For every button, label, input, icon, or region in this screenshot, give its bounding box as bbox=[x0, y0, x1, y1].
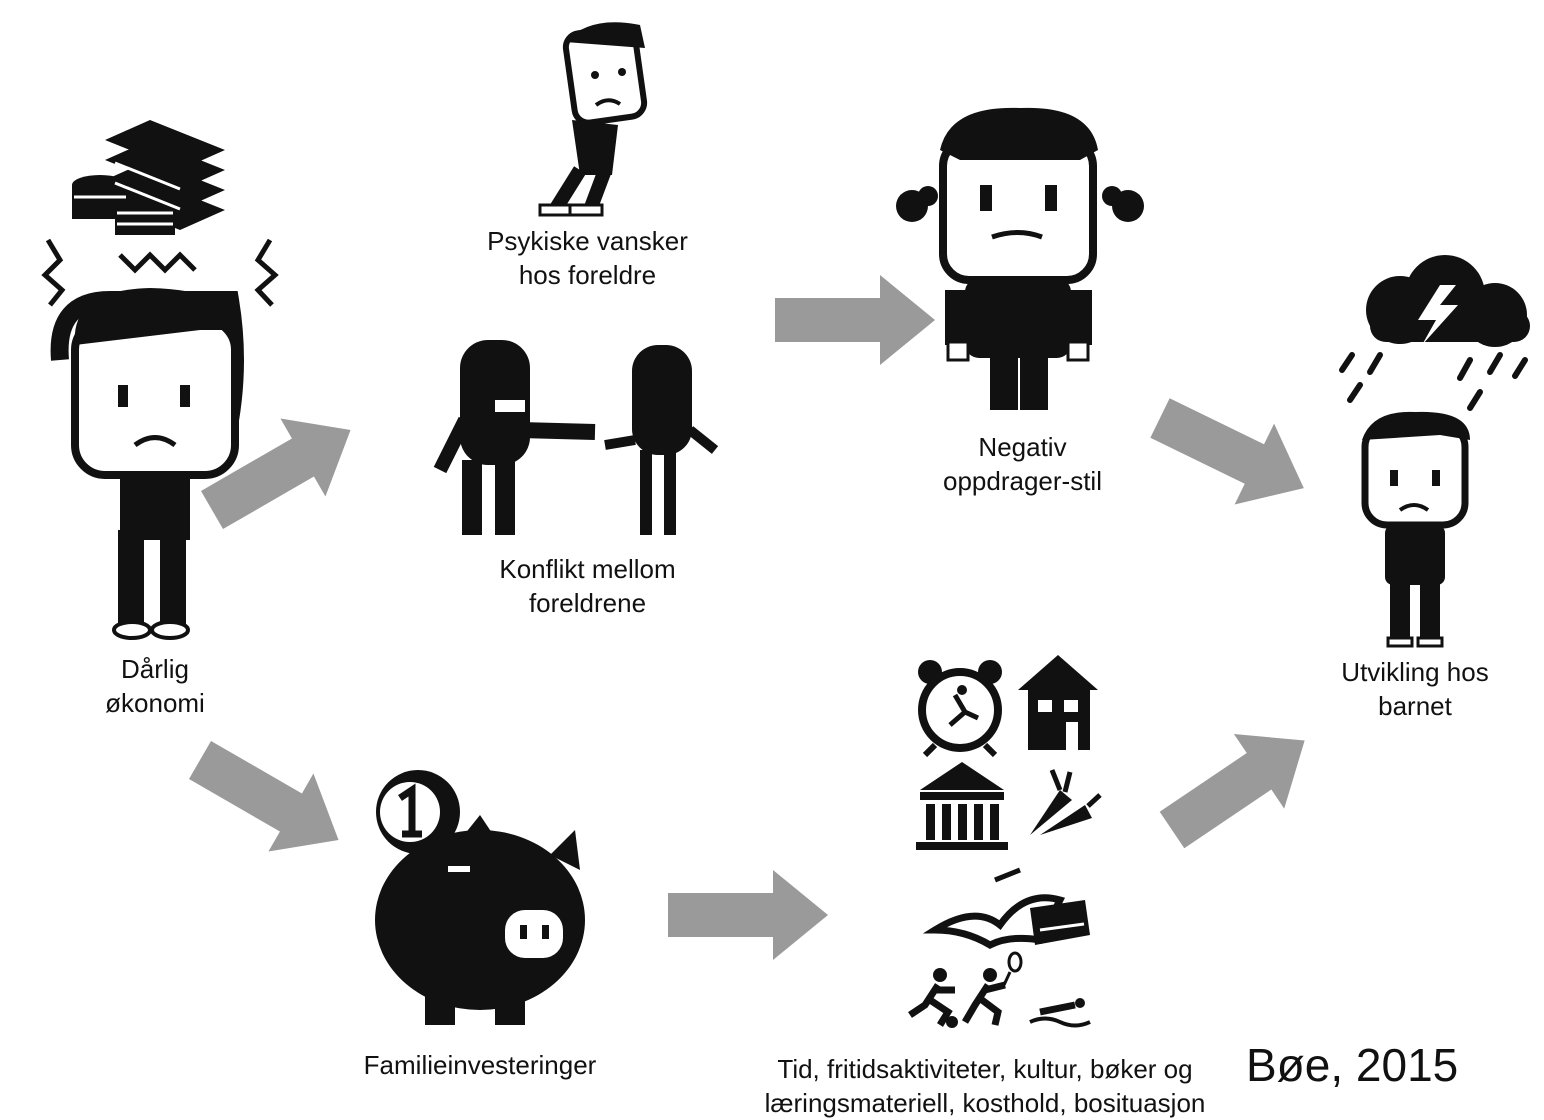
label-resources: Tid, fritidsaktiviteter, kultur, bøker o… bbox=[735, 1052, 1235, 1120]
alarm-clock-icon bbox=[918, 660, 1002, 758]
stressed-man-icon bbox=[50, 288, 244, 640]
label-line: Konflikt mellom bbox=[499, 554, 676, 584]
money-stack-icon bbox=[41, 120, 279, 307]
house-icon bbox=[1018, 655, 1098, 750]
storm-cloud-icon bbox=[1339, 255, 1530, 411]
citation: Bøe, 2015 bbox=[1246, 1039, 1459, 1091]
label-line: Tid, fritidsaktiviteter, kultur, bøker o… bbox=[777, 1054, 1193, 1084]
museum-icon bbox=[916, 762, 1008, 850]
arrow-resources-to-child bbox=[1146, 703, 1330, 868]
coin-icon bbox=[376, 770, 460, 854]
angry-man-icon bbox=[896, 107, 1144, 410]
carrots-icon bbox=[1030, 769, 1102, 835]
sports-icon bbox=[908, 951, 1091, 1028]
label-line: Negativ bbox=[978, 432, 1067, 462]
books-icon bbox=[922, 867, 1090, 949]
sad-man-icon bbox=[538, 22, 648, 217]
arrow-conflict-to-parenting bbox=[775, 275, 935, 365]
label-line: Utvikling hos bbox=[1341, 657, 1489, 687]
arrow-economy-to-investments bbox=[177, 721, 362, 879]
arrow-investments-to-resources bbox=[668, 870, 828, 960]
label-line: oppdrager-stil bbox=[943, 466, 1102, 496]
label-parent-mental: Psykiske vansker hos foreldre bbox=[460, 224, 715, 292]
piggy-bank-icon bbox=[375, 815, 585, 1025]
label-parent-conflict: Konflikt mellom foreldrene bbox=[465, 552, 710, 620]
label-line: læringsmateriell, kosthold, bosituasjon bbox=[764, 1088, 1206, 1118]
label-poor-economy: Dårlig økonomi bbox=[85, 652, 225, 720]
label-line: hos foreldre bbox=[518, 260, 657, 290]
arguing-couple-icon bbox=[433, 340, 719, 535]
label-line: Dårlig bbox=[121, 654, 189, 684]
label-line: økonomi bbox=[105, 688, 205, 718]
label-line: Psykiske vansker bbox=[487, 226, 688, 256]
label-negative-parenting: Negativ oppdrager-stil bbox=[910, 430, 1135, 498]
label-family-investments: Familieinvesteringer bbox=[330, 1048, 630, 1082]
label-line: Familieinvesteringer bbox=[363, 1050, 597, 1080]
label-child-development: Utvikling hos barnet bbox=[1315, 655, 1515, 723]
label-line: barnet bbox=[1378, 691, 1452, 721]
arrow-parenting-to-child bbox=[1140, 377, 1324, 529]
label-line: foreldrene bbox=[528, 588, 647, 618]
sad-child-icon bbox=[1361, 411, 1470, 648]
